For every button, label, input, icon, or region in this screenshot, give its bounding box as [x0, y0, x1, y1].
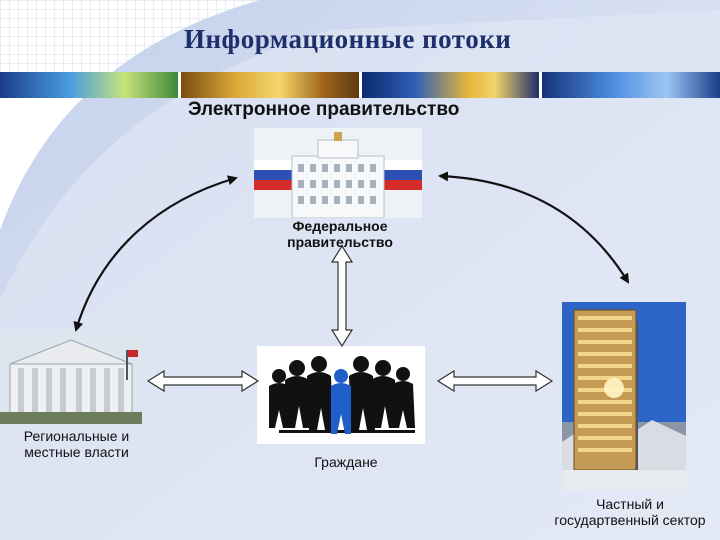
federal-label: Федеральное прaвительство — [270, 218, 410, 250]
regional-label: Региональные и местные власти — [4, 428, 149, 460]
regional-label-line1: Региональные и — [4, 428, 149, 444]
federal-label-line2: прaвительство — [270, 234, 410, 250]
slide-title: Информационные потоки — [184, 24, 511, 55]
banner-image-4 — [542, 72, 720, 98]
private-label-line1: Частный и — [540, 496, 720, 512]
skyscraper-image — [562, 302, 686, 490]
private-label-line2: государтвенный сектор — [540, 512, 720, 528]
citizens-silhouette-image — [257, 346, 425, 444]
banner-image-1 — [0, 72, 178, 98]
regional-label-line2: местные власти — [4, 444, 149, 460]
banner-image-2 — [181, 72, 359, 98]
citizens-label: Граждане — [296, 454, 396, 470]
banner-image-3 — [362, 72, 540, 98]
regional-building-image — [0, 330, 142, 424]
photo-banner — [0, 72, 720, 98]
diagram-heading: Электронное правительство — [188, 99, 459, 121]
federal-label-line1: Федеральное — [270, 218, 410, 234]
government-building-image — [254, 128, 422, 218]
private-label: Частный и государтвенный сектор — [540, 496, 720, 528]
